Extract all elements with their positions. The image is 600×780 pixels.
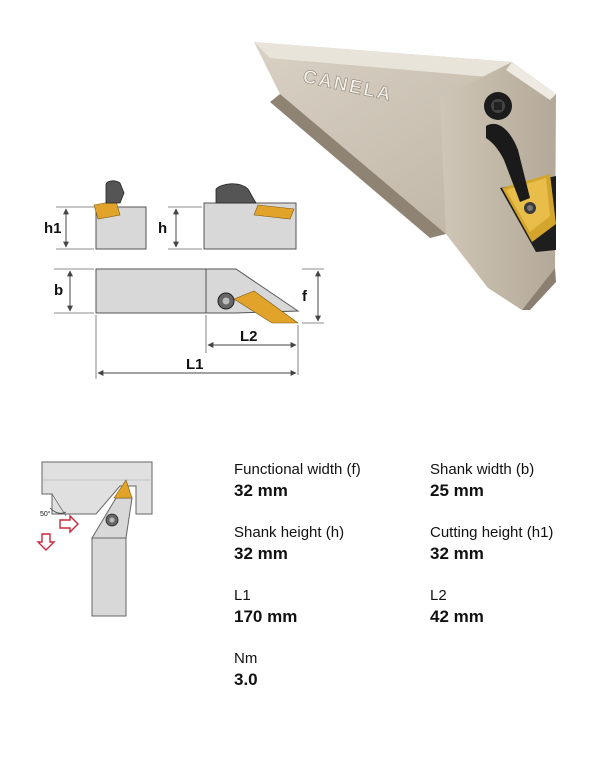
spec-value-l1: 170 mm (234, 607, 298, 626)
spec-value-cutting-height: 32 mm (430, 544, 484, 563)
application-sketch: 50° (36, 461, 153, 617)
feed-arrow-down-icon (36, 533, 56, 551)
side-view: h (158, 183, 297, 250)
dim-label-L2: L2 (240, 328, 258, 345)
front-view: h1 (44, 180, 147, 250)
spec-label-cutting-height: Cutting height (h1) (430, 524, 554, 541)
dim-label-L1: L1 (186, 356, 204, 373)
spec-label-functional-width: Functional width (f) (234, 461, 361, 478)
top-view: b f L2 L1 (54, 268, 324, 379)
spec-value-shank-width: 25 mm (430, 481, 484, 500)
spec-value-shank-height: 32 mm (234, 544, 288, 563)
angle-label: 50° (40, 510, 51, 518)
spec-label-l2: L2 (430, 587, 447, 604)
spec-label-shank-height: Shank height (h) (234, 524, 345, 541)
feed-arrow-right-icon (59, 514, 79, 534)
spec-value-functional-width: 32 mm (234, 481, 288, 500)
product-photo: CANELA (254, 42, 556, 310)
dim-label-h1: h1 (44, 220, 62, 237)
spec-value-nm: 3.0 (234, 670, 258, 689)
dim-label-f: f (302, 288, 308, 305)
spec-label-nm: Nm (234, 650, 258, 667)
spec-label-shank-width: Shank width (b) (430, 461, 535, 478)
dim-label-b: b (54, 282, 63, 299)
dim-label-h: h (158, 220, 167, 237)
dimension-drawing: h1 h b f L2 L1 (44, 180, 324, 379)
spec-value-l2: 42 mm (430, 607, 484, 626)
spec-label-l1: L1 (234, 587, 251, 604)
